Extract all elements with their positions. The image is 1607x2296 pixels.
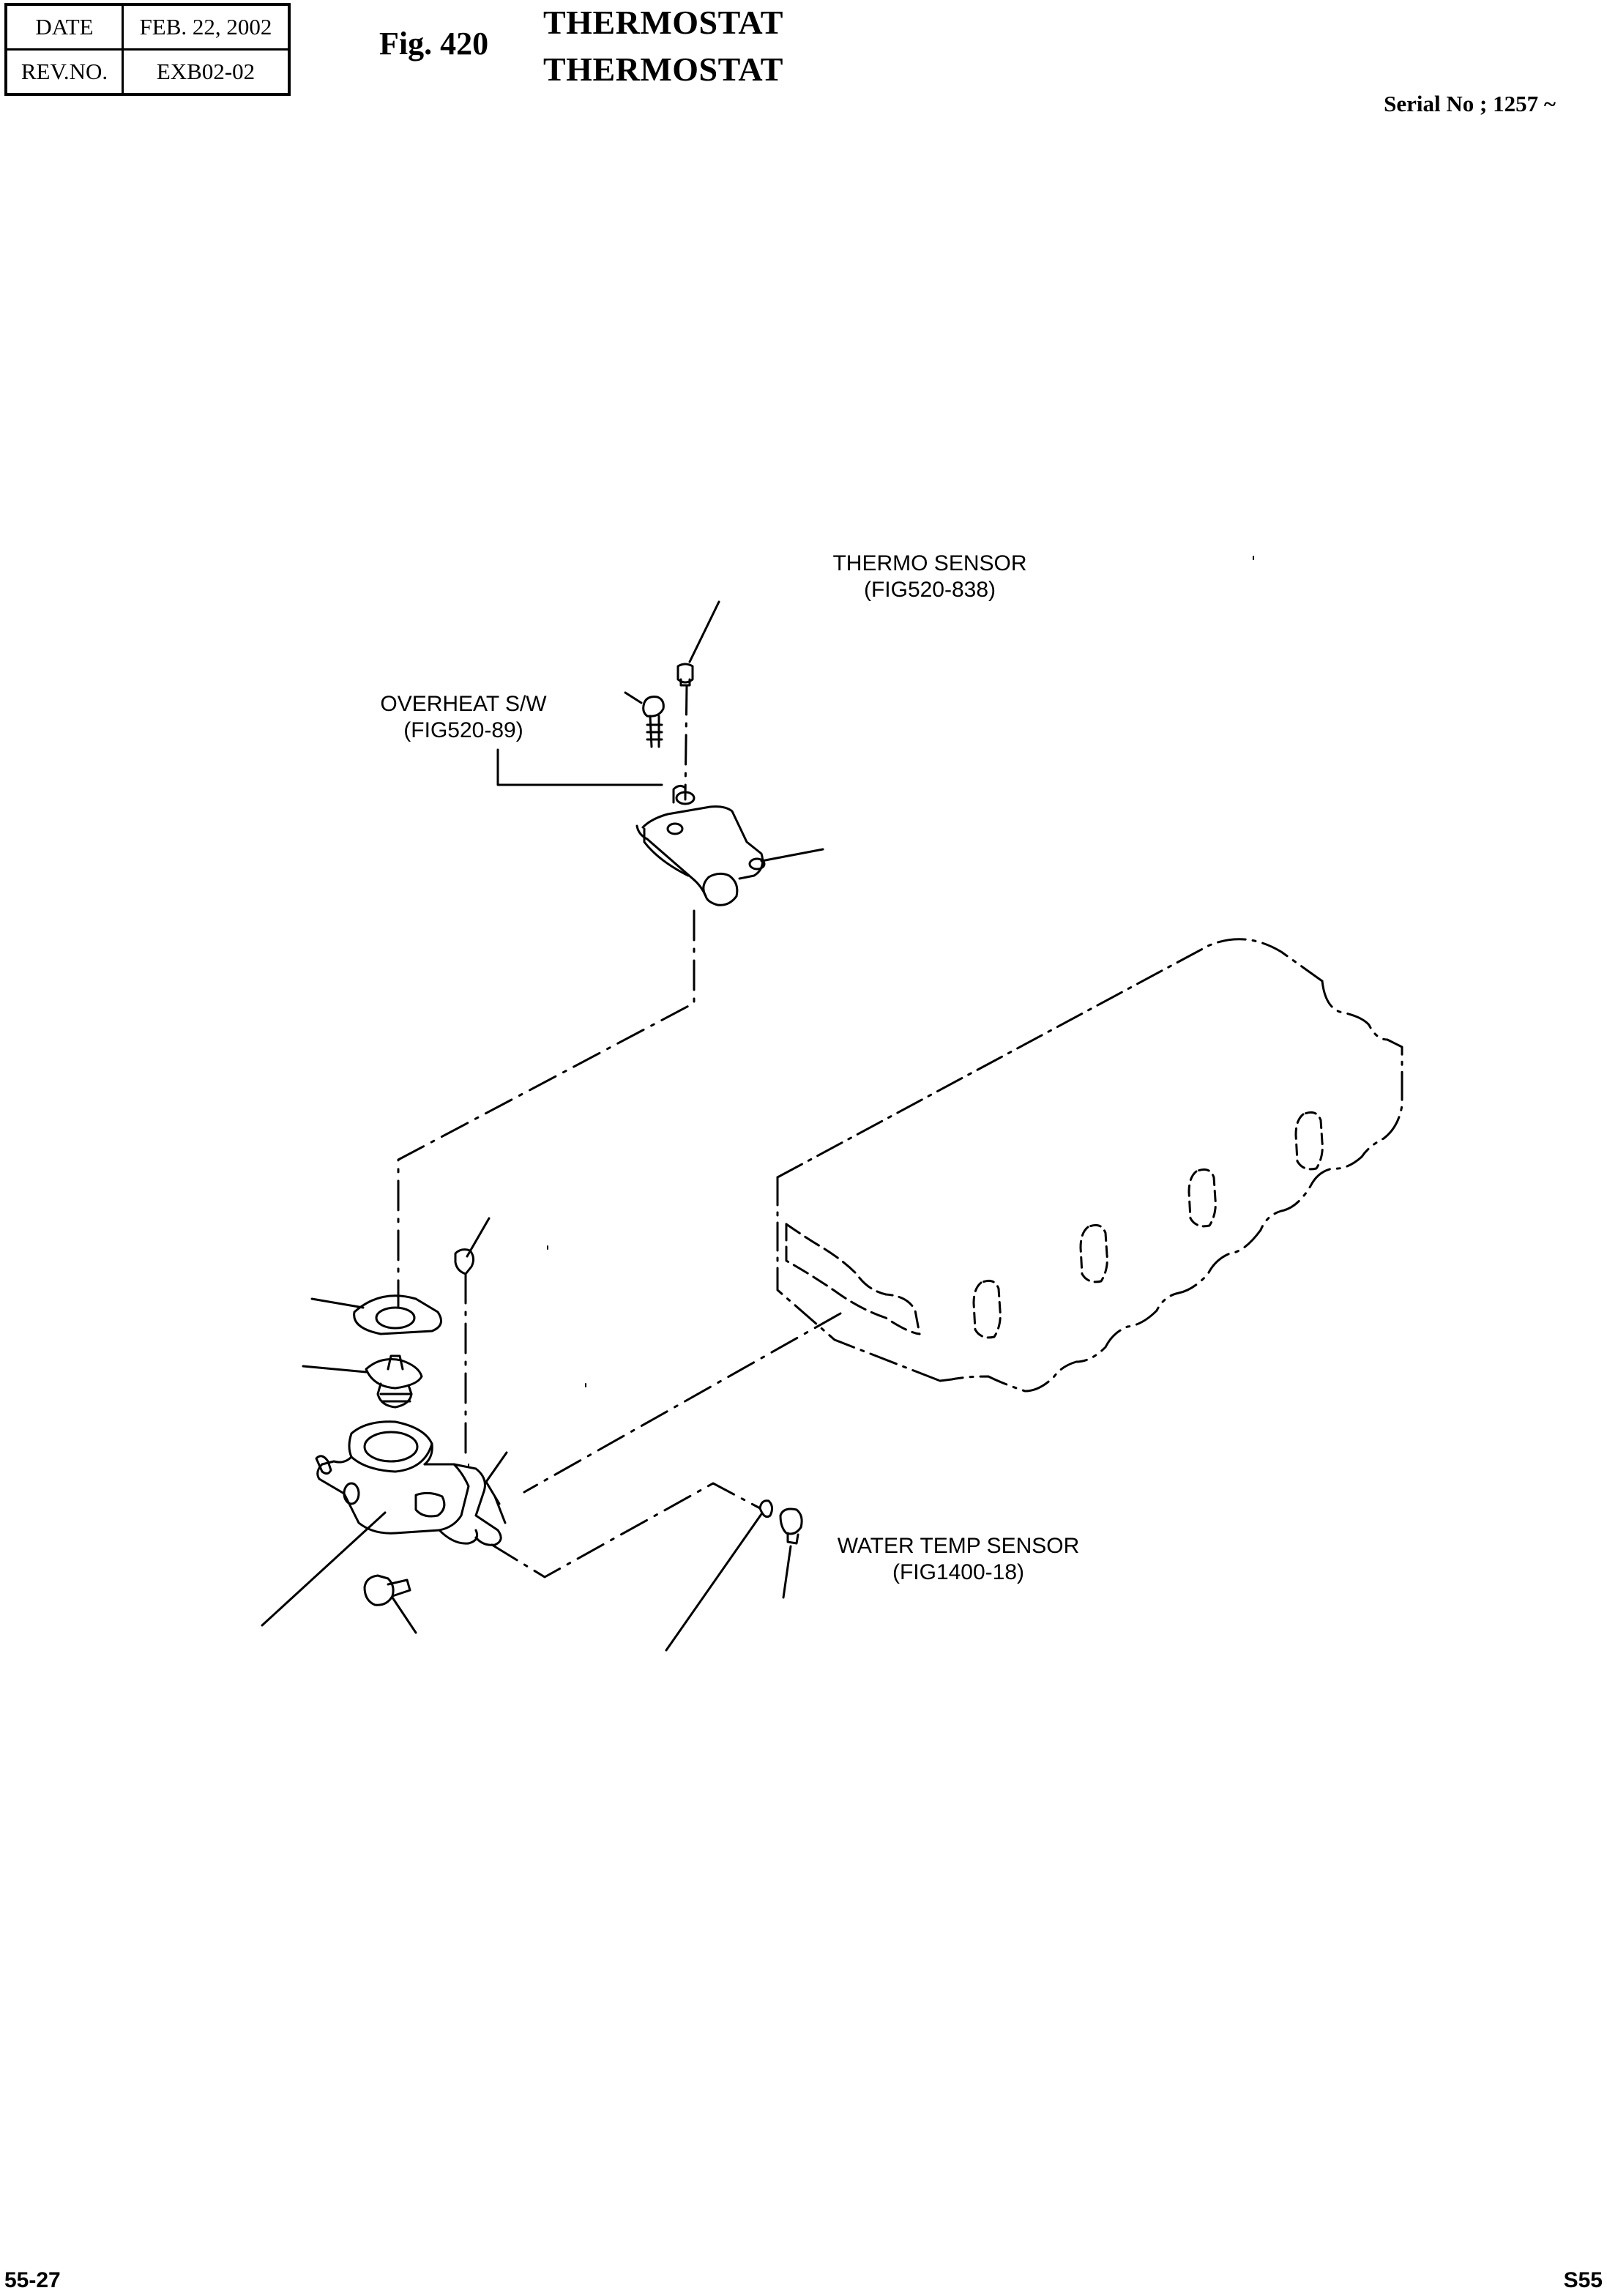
mounting-bolt: [363, 1574, 411, 1606]
housing-plug: [454, 1248, 475, 1275]
rev-label: REV.NO.: [4, 48, 124, 96]
date-value: FEB. 22, 2002: [122, 3, 291, 51]
rev-row: REV.NO. EXB02-02: [4, 48, 291, 96]
water-temp-sensor-label: WATER TEMP SENSOR: [837, 1534, 1080, 1558]
thermostat-housing: [315, 1420, 507, 1546]
water-temp-sensor-ref: (FIG1400-18): [892, 1560, 1025, 1584]
revision-table: DATE FEB. 22, 2002 REV.NO. EXB02-02: [4, 3, 291, 96]
section-code: S55: [1563, 2268, 1603, 2292]
serial-number: Serial No ; 1257 ~: [1384, 91, 1556, 116]
stray-marks: [468, 556, 1254, 1468]
callout-water-temp-sensor: WATER TEMP SENSOR (FIG1400-18): [823, 1533, 1094, 1586]
date-row: DATE FEB. 22, 2002: [4, 3, 291, 51]
thermo-sensor-ref: (FIG520-838): [863, 578, 996, 602]
overheat-sw-ref: (FIG520-89): [403, 718, 523, 742]
assembly-lines: [397, 684, 842, 1578]
leader-lines: [261, 600, 824, 1652]
thermostat-valve: [365, 1354, 423, 1409]
cylinder-head-front: [785, 1223, 921, 1335]
sensor-plugs-top: [642, 663, 694, 748]
date-label: DATE: [4, 3, 124, 51]
rev-value: EXB02-02: [122, 48, 291, 96]
page-title: THERMOSTAT: [543, 4, 783, 41]
thermostat-cover: [635, 784, 766, 906]
thermo-sensor-label: THERMO SENSOR: [832, 551, 1027, 575]
figure-number: Fig. 420: [379, 26, 489, 61]
page-subtitle: THERMOSTAT: [543, 51, 783, 88]
page-number: 55-27: [4, 2268, 61, 2292]
gasket: [353, 1294, 442, 1335]
overheat-sw-label: OVERHEAT S/W: [380, 692, 547, 716]
head-ports: [972, 1111, 1324, 1339]
cylinder-head: [776, 938, 1403, 1393]
water-temp-sensor-parts: [758, 1499, 803, 1545]
callout-overheat-sw: OVERHEAT S/W (FIG520-89): [365, 691, 562, 744]
callout-thermo-sensor: THERMO SENSOR (FIG520-838): [820, 551, 1040, 603]
